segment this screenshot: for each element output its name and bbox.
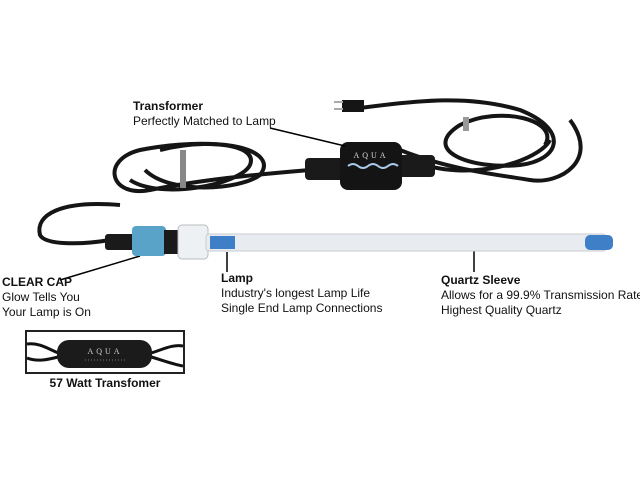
callout-lines [59, 127, 475, 281]
quartz-desc-2: Highest Quality Quartz [441, 303, 562, 317]
aqua-logo: AQUA [353, 151, 388, 160]
inset-caption: 57 Watt Transfomer [49, 376, 161, 390]
clear-cap-title: CLEAR CAP [2, 275, 73, 289]
transformer-title: Transformer [133, 99, 204, 113]
lamp-assembly [105, 224, 613, 260]
quartz-sleeve-title: Quartz Sleeve [441, 273, 521, 287]
lamp-desc-2: Single End Lamp Connections [221, 301, 383, 315]
lamp-desc-1: Industry's longest Lamp Life [221, 286, 371, 300]
inset-aqua-logo: AQUA [87, 347, 122, 356]
plug-icon [334, 100, 364, 112]
quartz-desc-1: Allows for a 99.9% Transmission Rate [441, 288, 640, 302]
transformer-desc: Perfectly Matched to Lamp [133, 114, 276, 128]
transformer-unit: AQUA [305, 142, 435, 190]
clear-cap [132, 226, 166, 256]
cord-tie [180, 150, 186, 188]
lamp-label: Lamp Industry's longest Lamp Life Single… [221, 271, 382, 316]
transformer-inset-photo: AQUA [25, 330, 185, 374]
clear-cap-label: CLEAR CAP Glow Tells You Your Lamp is On [2, 275, 91, 320]
cord-tie [463, 117, 469, 131]
lamp-title: Lamp [221, 271, 254, 285]
transformer-label: Transformer Perfectly Matched to Lamp [133, 99, 276, 129]
clear-cap-desc-1: Glow Tells You [2, 290, 80, 304]
quartz-sleeve-label: Quartz Sleeve Allows for a 99.9% Transmi… [441, 273, 640, 318]
lamp-cord [37, 141, 311, 246]
clear-cap-desc-2: Your Lamp is On [2, 305, 91, 319]
